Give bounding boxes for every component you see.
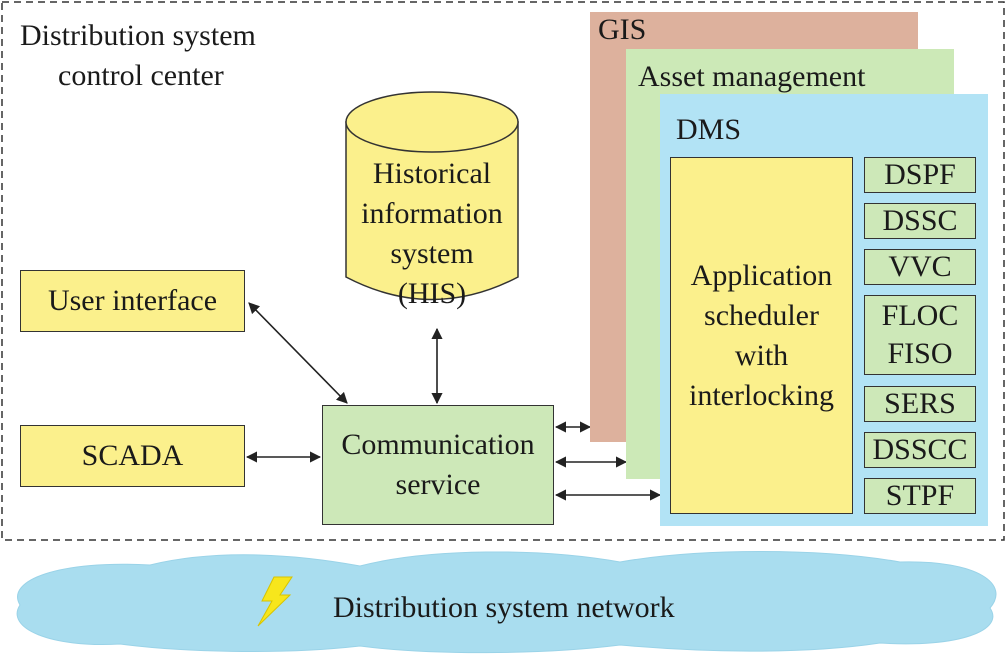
his-line3: system [390,237,474,270]
app-label-dspf: DSPF [884,158,956,191]
gis-label: GIS [598,13,647,46]
control-center-label-line1: Distribution system [20,19,256,52]
scheduler-line2: scheduler [704,298,819,332]
app-label-sers: SERS [884,387,956,420]
scheduler-line3: with [734,338,789,372]
user-interface-box: User interface [20,270,245,332]
communication-line1: Communication [341,428,535,461]
his-label: Historical information system (HIS) [346,154,518,314]
app-box-vvc: VVC [864,249,976,285]
communication-service-box: Communication service [322,405,554,525]
user-interface-label: User interface [47,284,218,317]
his-line1: Historical [372,157,492,190]
app-box-stpf: STPF [864,478,976,514]
app-label-dsscc: DSSCC [872,433,968,466]
app-box-dspf: DSPF [864,157,976,193]
dms-label: DMS [676,113,742,146]
his-line2: information [361,197,503,230]
scada-label: SCADA [81,439,184,472]
his-line4: (HIS) [397,277,467,310]
app-label-fiso: FISO [887,337,953,370]
scada-box: SCADA [20,425,245,487]
app-box-sers: SERS [864,386,976,422]
control-center-label: Distribution system control center [20,16,320,96]
app-box-dssc: DSSC [864,203,976,239]
network-cloud [16,551,997,654]
communication-line2: service [395,468,481,501]
app-label-vvc: VVC [888,250,952,283]
app-label-floc: FLOC [881,299,959,332]
arrow-ui-comm [248,302,348,404]
lightning-bolt-icon [257,576,293,627]
app-box-dsscc: DSSCC [864,432,976,468]
scheduler-line4: interlocking [689,378,834,412]
network-label: Distribution system network [333,591,675,624]
control-center-label-line2: control center [58,59,224,92]
control-center-border [1,1,1005,541]
asset-management-label: Asset management [638,60,866,93]
scheduler-line1: Application [690,258,833,292]
app-label-dssc: DSSC [882,204,958,237]
app-label-stpf: STPF [885,479,955,512]
app-box-floc-fiso: FLOC FISO [864,295,976,375]
his-cylinder-shape [345,91,519,301]
application-scheduler-box: Application scheduler with interlocking [670,157,853,514]
